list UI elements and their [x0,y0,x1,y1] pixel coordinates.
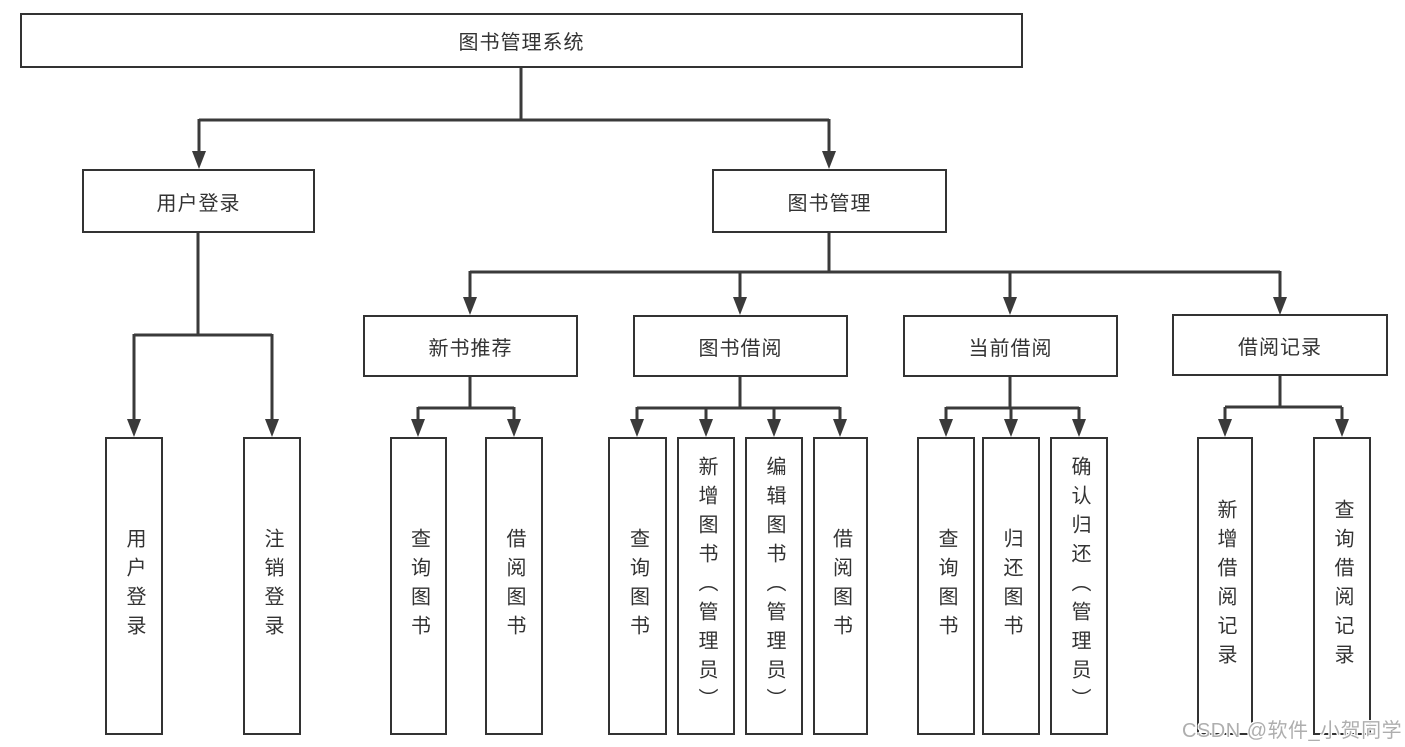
leaf-query-books-current: 查询图书 [917,437,975,735]
node-borrow-records: 借阅记录 [1172,314,1388,376]
leaf-add-book-admin: 新增图书（管理员） [677,437,735,735]
leaf-return-books: 归还图书 [982,437,1040,735]
leaf-add-borrow-record: 新增借阅记录 [1197,437,1253,735]
node-user-login: 用户登录 [82,169,315,233]
leaf-query-books-borrowing: 查询图书 [608,437,667,735]
leaf-query-borrow-record: 查询借阅记录 [1313,437,1371,735]
node-current-borrowing: 当前借阅 [903,315,1118,377]
node-book-management: 图书管理 [712,169,947,233]
leaf-borrow-books-recommend: 借阅图书 [485,437,543,735]
node-library-management-system: 图书管理系统 [20,13,1023,68]
leaf-confirm-return-admin: 确认归还（管理员） [1050,437,1108,735]
node-book-borrowing: 图书借阅 [633,315,848,377]
leaf-borrow-books-borrowing: 借阅图书 [813,437,868,735]
leaf-edit-book-admin: 编辑图书（管理员） [745,437,803,735]
leaf-user-login: 用户登录 [105,437,163,735]
node-new-book-recommend: 新书推荐 [363,315,578,377]
leaf-query-books-recommend: 查询图书 [390,437,447,735]
csdn-watermark: CSDN @软件_小贺同学 [1182,720,1403,742]
leaf-logout: 注销登录 [243,437,301,735]
